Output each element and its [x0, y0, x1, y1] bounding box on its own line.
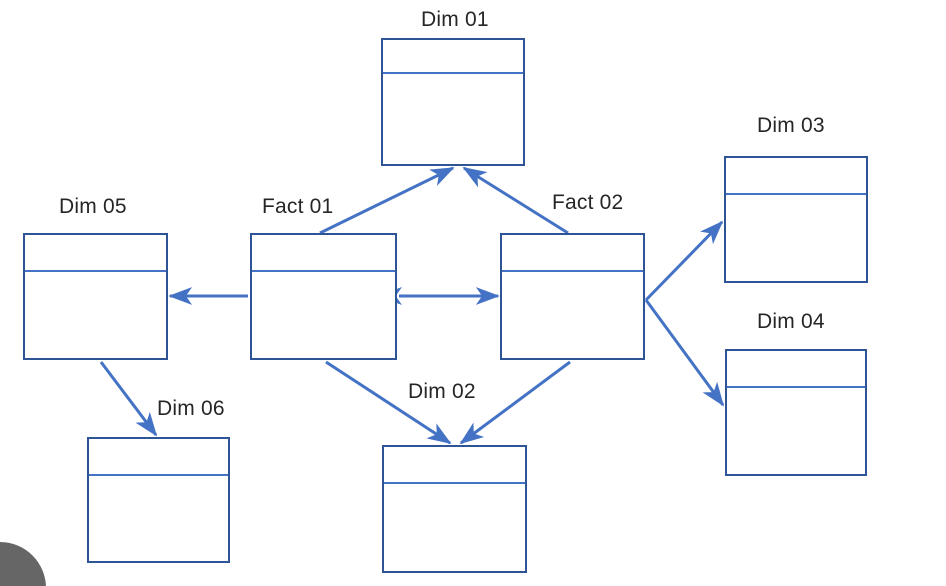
entity-body-fact01	[252, 272, 395, 357]
connector-fact02-dim03[interactable]	[644, 220, 724, 302]
entity-label-dim01: Dim 01	[421, 8, 489, 31]
entity-header-fact02	[502, 235, 643, 272]
entity-header-dim06	[89, 439, 228, 476]
entity-header-dim01	[383, 40, 523, 74]
entity-box-dim03[interactable]	[724, 156, 868, 283]
entity-label-dim04: Dim 04	[757, 310, 825, 333]
entity-box-fact01[interactable]	[250, 233, 397, 360]
entity-header-dim03	[726, 158, 866, 195]
entity-box-dim01[interactable]	[381, 38, 525, 166]
entity-header-dim05	[25, 235, 166, 272]
entity-header-dim04	[727, 351, 865, 388]
entity-body-dim05	[25, 272, 166, 357]
entity-body-dim03	[726, 195, 866, 280]
entity-label-dim05: Dim 05	[59, 195, 127, 218]
connector-fact02-dim04[interactable]	[644, 299, 725, 407]
entity-body-dim01	[383, 74, 523, 163]
entity-label-fact01: Fact 01	[262, 195, 334, 218]
corner-blob-decoration	[0, 542, 46, 586]
entity-box-dim06[interactable]	[87, 437, 230, 563]
entity-header-fact01	[252, 235, 395, 272]
entity-body-dim04	[727, 388, 865, 473]
entity-body-dim02	[384, 484, 525, 570]
entity-label-dim06: Dim 06	[157, 397, 225, 420]
entity-box-dim05[interactable]	[23, 233, 168, 360]
connector-dim05-dim06[interactable]	[99, 361, 158, 437]
entity-label-dim02: Dim 02	[408, 380, 476, 403]
connector-fact01-dim01[interactable]	[319, 166, 455, 235]
entity-label-fact02: Fact 02	[552, 191, 624, 214]
entity-box-dim04[interactable]	[725, 349, 867, 476]
entity-box-dim02[interactable]	[382, 445, 527, 573]
connector-fact02-dim02[interactable]	[459, 360, 571, 445]
entity-body-dim06	[89, 476, 228, 560]
entity-box-fact02[interactable]	[500, 233, 645, 360]
entity-label-dim03: Dim 03	[757, 114, 825, 137]
entity-header-dim02	[384, 447, 525, 484]
entity-body-fact02	[502, 272, 643, 357]
